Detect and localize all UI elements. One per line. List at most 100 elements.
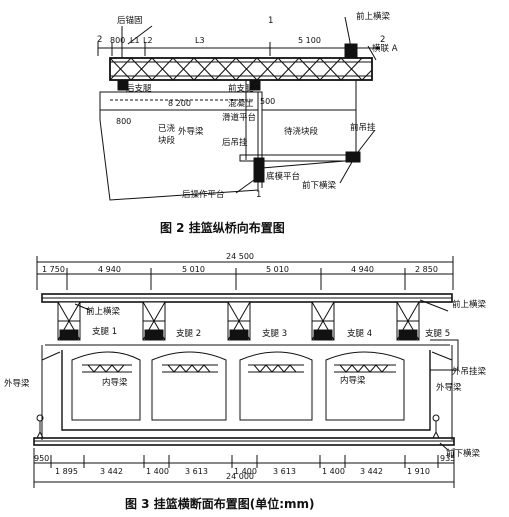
fig3-label-inner-guide-right: 内导梁 bbox=[340, 375, 366, 386]
fig2-to-cast-segment bbox=[261, 109, 357, 169]
fig2-leader bbox=[344, 16, 351, 43]
fig2-section-mark: 1 bbox=[256, 190, 261, 200]
fig3-label-leg-1: 支腿 1 bbox=[92, 326, 117, 337]
fig2-leader bbox=[235, 179, 255, 194]
fig2-label-front-hanger: 前吊挂 bbox=[350, 122, 376, 133]
fig2-label-rear-hanger: 后吊挂 bbox=[222, 137, 248, 148]
fig3-label-inner-guide-left: 内导梁 bbox=[102, 377, 128, 388]
fig2-label-concrete: 混凝土 bbox=[228, 98, 254, 109]
fig2-front-upper-beam-box bbox=[344, 43, 358, 59]
fig3-caption: 图 3 挂篮横断面布置图(单位:mm) bbox=[125, 496, 314, 511]
fig3-worker-left bbox=[36, 414, 44, 439]
fig2-label-cross-link-a: 横联 A bbox=[372, 43, 398, 54]
fig3-bottom-dim-3: 3 442 bbox=[100, 467, 123, 476]
fig3-leader bbox=[74, 303, 93, 312]
fig3-top-dim-5: 4 940 bbox=[351, 265, 374, 274]
fig2-label-guide-platform: 滑道平台 bbox=[222, 112, 256, 123]
fig2-cast-segment-outline bbox=[99, 91, 259, 201]
fig2-dim-l2: L2 bbox=[143, 36, 153, 45]
fig2-texts: 后锚固 1 前上横梁 2 800 L1 L2 L3 5 100 2 横联 A 后… bbox=[97, 11, 398, 235]
fig2-main-truss bbox=[109, 57, 373, 81]
fig3-worker-right bbox=[432, 414, 440, 439]
fig3-top-dim-4: 5 010 bbox=[266, 265, 289, 274]
fig2-dim-800b: 800 bbox=[116, 117, 131, 126]
fig2-label-cast-segment-2: 块段 bbox=[158, 135, 176, 146]
fig2-caption: 图 2 挂篮纵桥向布置图 bbox=[160, 220, 285, 235]
fig2-dim-8200: 8 200 bbox=[168, 99, 191, 108]
fig2-dim-5100: 5 100 bbox=[298, 36, 321, 45]
fig2-segment-joint bbox=[258, 91, 263, 188]
fig3-bottom-dim-10: 1 910 bbox=[407, 467, 430, 476]
fig2-label-rear-platform: 后操作平台 bbox=[182, 189, 225, 200]
fig2-dim-l1: L1 bbox=[130, 36, 140, 45]
fig3-bottom-dim-11: 935 bbox=[440, 454, 455, 463]
fig3-outer-guide-right bbox=[431, 345, 453, 440]
fig3-cross-section bbox=[33, 256, 459, 488]
fig2-label-front-upper-beam: 前上横梁 bbox=[356, 11, 391, 22]
fig3-label-outer-hanger: 外吊挂梁 bbox=[452, 366, 487, 377]
fig3-label-leg-2: 支腿 2 bbox=[176, 328, 201, 339]
fig2-label-cast-segment-1: 已浇 bbox=[158, 123, 176, 134]
fig3-label-front-upper-beam-left: 前上横梁 bbox=[86, 306, 121, 317]
fig3-leader bbox=[419, 299, 449, 312]
fig3-top-total: 24 500 bbox=[226, 252, 254, 261]
fig2-label-front-support: 前支腿 bbox=[228, 83, 254, 94]
fig3-girder-outline bbox=[61, 350, 431, 431]
fig2-label-front-lower-beam: 前下横梁 bbox=[302, 180, 337, 191]
fig2-label-rear-support: 后支腿 bbox=[126, 83, 152, 94]
fig3-top-dim-6: 2 850 bbox=[415, 265, 438, 274]
fig3-bottom-ticks bbox=[33, 448, 455, 488]
fig3-label-leg-3: 支腿 3 bbox=[262, 328, 287, 339]
fig2-section-mark: 2 bbox=[380, 35, 385, 45]
fig3-leg-5 bbox=[396, 301, 420, 341]
fig2-label-to-cast: 待浇块段 bbox=[284, 126, 319, 137]
fig2-front-lower-beam bbox=[345, 151, 361, 163]
fig3-label-outer-guide-right: 外导梁 bbox=[436, 382, 462, 393]
fig2-label-outer-guide: 外导梁 bbox=[178, 126, 204, 137]
fig3-inner-guide-trusses bbox=[82, 364, 396, 373]
fig2-longitudinal-view bbox=[97, 16, 380, 201]
fig3-bottom-dim-2: 1 895 bbox=[55, 467, 78, 476]
fig2-front-support bbox=[249, 79, 261, 91]
fig3-bottom-dim-9: 3 442 bbox=[360, 467, 383, 476]
fig3-bottom-dim-8: 1 400 bbox=[322, 467, 345, 476]
fig3-bottom-dim-4: 1 400 bbox=[146, 467, 169, 476]
fig3-leader bbox=[439, 442, 449, 451]
fig2-dim-800: 800 bbox=[110, 36, 125, 45]
fig3-top-ticks bbox=[36, 256, 454, 290]
fig3-label-outer-guide-left: 外导梁 bbox=[4, 378, 30, 389]
fig3-texts: 24 500 1 750 4 940 5 010 5 010 4 940 2 8… bbox=[4, 252, 487, 511]
fig3-leg-2 bbox=[142, 301, 166, 341]
fig3-bottom-total: 24 000 bbox=[226, 472, 254, 481]
fig3-label-leg-4: 支腿 4 bbox=[347, 328, 372, 339]
fig3-leg-1 bbox=[57, 301, 81, 341]
fig3-bottom-dim-5: 3 613 bbox=[185, 467, 208, 476]
fig2-section-mark: 1 bbox=[268, 16, 273, 26]
fig3-label-leg-5: 支腿 5 bbox=[425, 328, 450, 339]
fig3-bottom-dim-6: 1 400 bbox=[234, 467, 257, 476]
fig2-dim-500: 500 bbox=[260, 97, 275, 106]
fig2-leader bbox=[367, 45, 377, 61]
fig3-outer-hanger-beam bbox=[430, 339, 459, 371]
fig3-box-cells bbox=[71, 351, 405, 421]
fig3-bottom-dim-7: 3 613 bbox=[273, 467, 296, 476]
fig3-top-dim-1: 1 750 bbox=[42, 265, 65, 274]
fig2-dim-l3: L3 bbox=[195, 36, 205, 45]
fig3-label-front-upper-beam-right: 前上横梁 bbox=[452, 299, 487, 310]
fig2-leader bbox=[339, 161, 353, 184]
fig2-label-rear-anchor: 后锚固 bbox=[117, 15, 143, 26]
fig3-top-dim-2: 4 940 bbox=[98, 265, 121, 274]
fig3-outer-guide-left bbox=[41, 345, 61, 440]
fig2-label-bottom-platform: 底模平台 bbox=[266, 171, 300, 182]
fig3-bottom-dim-1: 950 bbox=[34, 454, 49, 463]
fig2-section-mark: 2 bbox=[97, 35, 102, 45]
fig2-leader bbox=[357, 129, 376, 153]
fig2-leader bbox=[127, 25, 153, 45]
fig3-leg-4 bbox=[311, 301, 335, 341]
fig3-leg-3 bbox=[227, 301, 251, 341]
fig3-label-front-lower-beam: 前下横梁 bbox=[446, 448, 481, 459]
fig2-truss-diagonals bbox=[109, 57, 373, 81]
fig2-rear-support bbox=[117, 79, 129, 91]
fig2-rear-platform-post bbox=[253, 157, 265, 183]
